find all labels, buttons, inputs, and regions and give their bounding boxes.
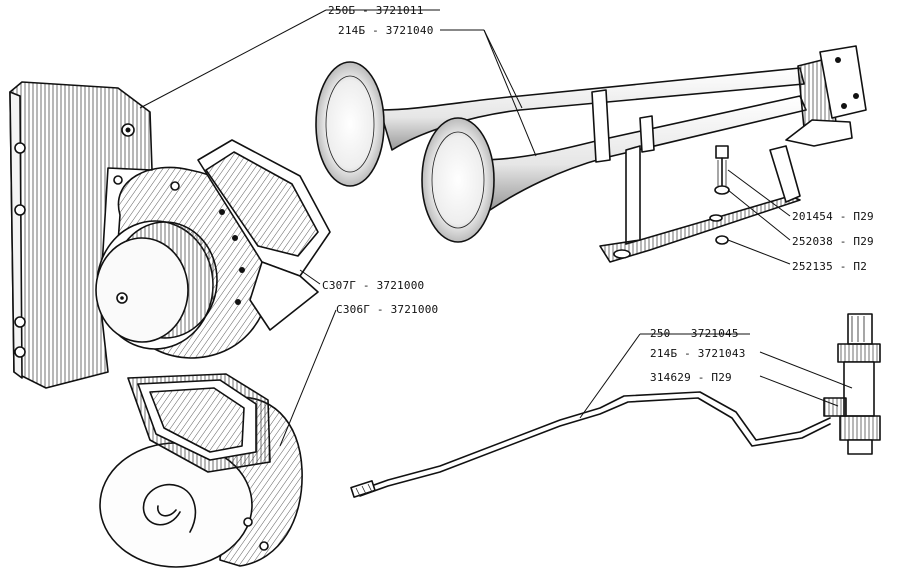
leader-lines	[139, 9, 853, 447]
electric-horn-low	[99, 373, 303, 568]
air-horn-assembly	[315, 45, 867, 263]
label-valve: 214Б - 3721043	[650, 347, 746, 360]
electric-horn-high	[95, 139, 331, 359]
air-line-assembly	[350, 313, 881, 498]
label-washer: 252038 - П29	[792, 235, 874, 248]
label-horn-high: С307Г - 3721000	[322, 279, 424, 292]
bolt-washer-set	[714, 145, 730, 245]
mounting-bracket-plate	[9, 81, 153, 389]
label-bracket: 250Б - 3721011	[328, 4, 424, 17]
label-air-horn: 214Б - 3721040	[338, 24, 434, 37]
label-air-tube: 250 - 3721045	[650, 327, 739, 340]
label-horn-low: С306Г - 3721000	[336, 303, 438, 316]
label-spring-washer: 252135 - П2	[792, 260, 867, 273]
label-nut: 314629 - П29	[650, 371, 732, 384]
label-bolt: 201454 - П29	[792, 210, 874, 223]
